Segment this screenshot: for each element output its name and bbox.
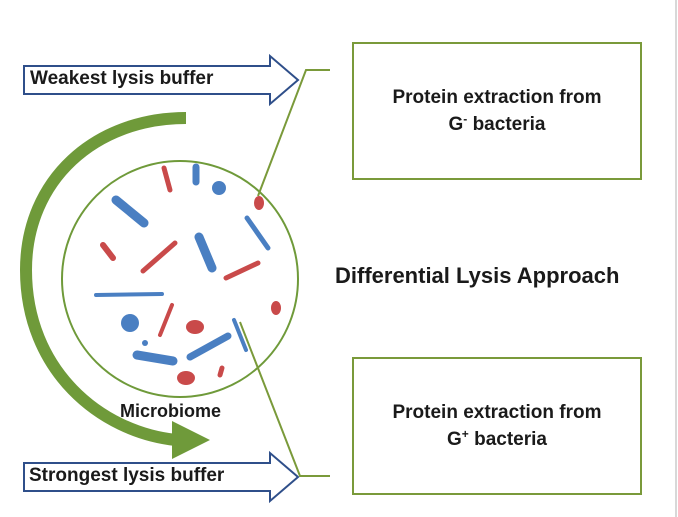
bacteria-icon — [94, 292, 164, 297]
box-top-line1: Protein extraction from — [392, 87, 602, 108]
bacteria-icon — [232, 318, 248, 352]
bacteria-icon — [186, 320, 204, 334]
connector-top — [257, 69, 330, 197]
bacteria-icon — [100, 242, 116, 261]
bacteria-icon — [140, 240, 178, 274]
box-bottom-line2: G+ bacteria — [447, 427, 547, 450]
weak-arrow-icon — [23, 53, 300, 107]
box-bottom-line1: Protein extraction from — [392, 402, 602, 423]
protein-extraction-gneg-box: Protein extraction from G- bacteria — [352, 42, 642, 180]
bacteria-icon — [271, 301, 281, 315]
bacteria-icon — [223, 260, 261, 281]
microbiome-label: Microbiome — [120, 401, 222, 421]
bacteria-icon — [158, 303, 174, 337]
diagram-title: Differential Lysis Approach — [335, 263, 620, 288]
bacteria-icon — [217, 365, 225, 378]
bacteria-icon — [161, 165, 173, 193]
connector-bottom — [239, 321, 330, 477]
bacteria-icon — [244, 215, 271, 251]
bacteria-icon — [121, 314, 139, 332]
bacteria-icon — [177, 371, 195, 385]
weakest-lysis-label: Weakest lysis buffer — [30, 68, 214, 89]
bacteria-icon — [132, 350, 178, 366]
protein-extraction-gpos-box: Protein extraction from G+ bacteria — [352, 357, 642, 495]
microbiome-circle — [61, 160, 299, 398]
bacteria-icon — [254, 196, 264, 210]
curved-green-arrow-icon — [19, 112, 187, 446]
bacteria-group — [94, 163, 281, 385]
bacteria-icon — [111, 195, 149, 228]
strong-arrow-icon — [23, 450, 300, 504]
curved-arrow-head — [172, 421, 210, 459]
bacteria-icon — [194, 232, 217, 273]
strongest-lysis-label: Strongest lysis buffer — [29, 465, 225, 486]
bacteria-icon — [212, 181, 226, 195]
box-top-line2: G- bacteria — [448, 112, 546, 135]
bacteria-icon — [142, 340, 148, 346]
bacteria-icon — [186, 332, 232, 361]
